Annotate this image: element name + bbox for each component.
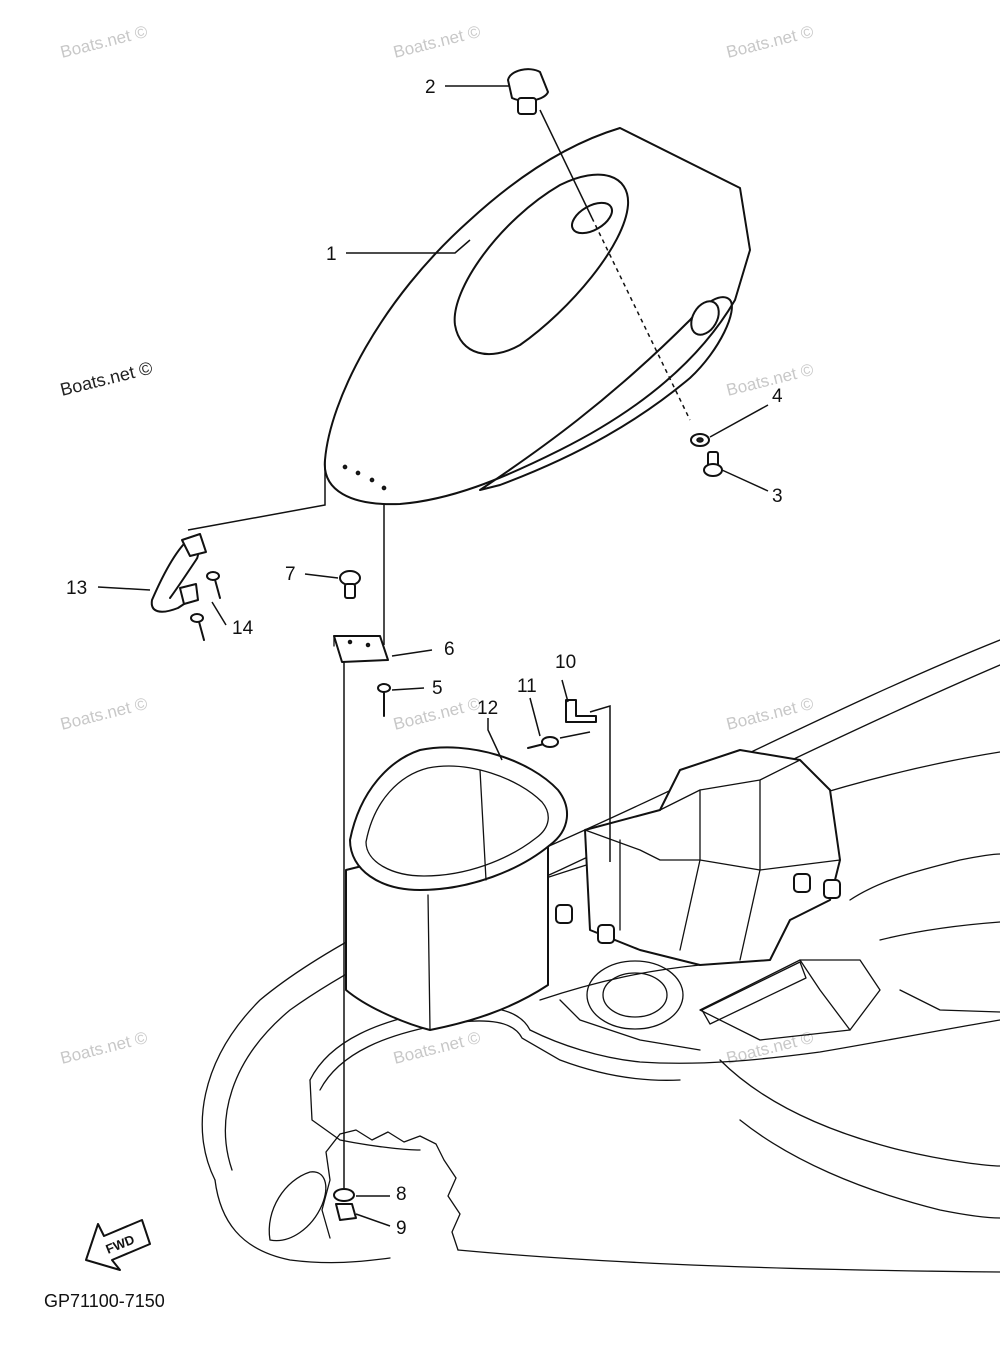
callout-6: 6 [444,639,455,660]
callout-2: 2 [425,77,436,98]
callout-leaders [97,85,769,1227]
strap-part [150,460,326,613]
callout-8: 8 [396,1184,407,1205]
watermark: Boats.net © [724,22,815,62]
part-callouts: 1 2 3 4 5 6 7 8 9 10 11 12 13 14 [66,77,783,1239]
washer-nut-parts [333,662,357,1221]
main-cover-part [323,127,751,506]
callout-11: 11 [517,676,537,697]
watermark: Boats.net © [724,360,815,400]
screw-washer-parts [690,433,723,477]
rivet-parts [190,571,221,641]
callout-3: 3 [772,486,783,507]
callout-5: 5 [432,678,443,699]
callout-4: 4 [772,386,783,407]
watermark: Boats.net © [391,22,482,62]
callout-1: 1 [326,244,337,265]
callout-14: 14 [232,618,254,639]
watermark: Boats.net © [724,1028,815,1068]
watermark: Boats.net © [58,358,154,400]
watermark: Boats.net © [58,22,149,62]
figure-code: GP71100-7150 [44,1291,165,1311]
callout-9: 9 [396,1218,407,1239]
watermark: Boats.net © [391,694,482,734]
bracket-pin-parts [527,699,611,862]
cap-part [507,68,691,421]
latch-plate-part [333,504,389,663]
callout-12: 12 [477,698,498,719]
watermark: Boats.net © [58,694,149,734]
watermark: Boats.net © [391,1028,482,1068]
callout-13: 13 [66,578,87,599]
callout-7: 7 [285,564,296,585]
hull-deck-outline [201,639,1000,1273]
screw-part [339,570,361,599]
rivet-5-part [377,683,391,717]
storage-bucket-part [345,746,569,1031]
watermark: Boats.net © [58,1028,149,1068]
callout-10: 10 [555,652,576,673]
forward-arrow-icon: FWD [85,1219,151,1271]
